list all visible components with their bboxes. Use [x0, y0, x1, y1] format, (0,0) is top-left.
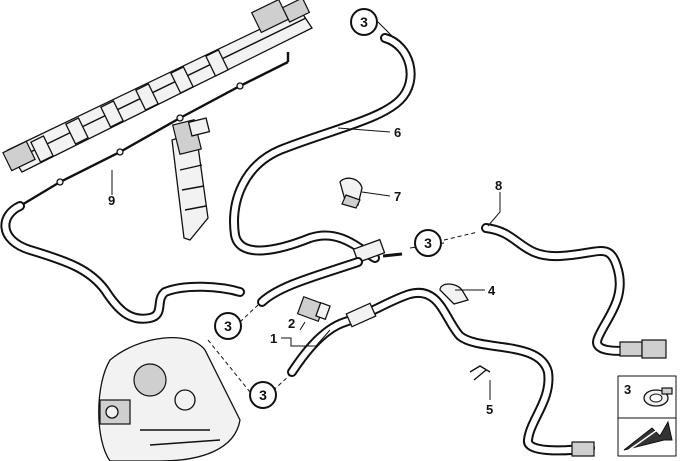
clip-7 — [339, 177, 363, 209]
callout-number: 3 — [424, 235, 432, 251]
part-label-9[interactable]: 9 — [108, 193, 115, 208]
part-label-5[interactable]: 5 — [486, 402, 493, 417]
leak-off-line — [0, 52, 290, 324]
high-pressure-pump — [98, 337, 241, 461]
return-hose — [229, 33, 416, 307]
callout-top[interactable]: 3 — [350, 8, 378, 36]
callout-bottom[interactable]: 3 — [249, 381, 277, 409]
legend-panel: 3 — [617, 375, 677, 457]
pump-hose — [287, 287, 595, 457]
callout-number: 3 — [259, 387, 267, 403]
part-label-1[interactable]: 1 — [270, 331, 277, 346]
legend-number: 3 — [624, 382, 631, 397]
part-label-2[interactable]: 2 — [288, 316, 295, 331]
temperature-sensor — [296, 296, 331, 322]
callout-left-middle[interactable]: 3 — [214, 312, 242, 340]
part-label-8[interactable]: 8 — [495, 178, 502, 193]
callout-right-middle[interactable]: 3 — [414, 229, 442, 257]
clip-4 — [439, 283, 469, 305]
fuel-rail — [2, 0, 313, 173]
injector — [171, 117, 211, 241]
arrow-icon — [623, 420, 673, 453]
part-label-4[interactable]: 4 — [488, 283, 496, 298]
part-label-7[interactable]: 7 — [394, 189, 401, 204]
feed-hose — [481, 223, 667, 359]
part-label-6[interactable]: 6 — [394, 125, 401, 140]
hose-clamp-icon — [643, 387, 673, 407]
callout-number: 3 — [360, 14, 368, 30]
callout-number: 3 — [224, 318, 232, 334]
clip-5 — [469, 365, 491, 381]
